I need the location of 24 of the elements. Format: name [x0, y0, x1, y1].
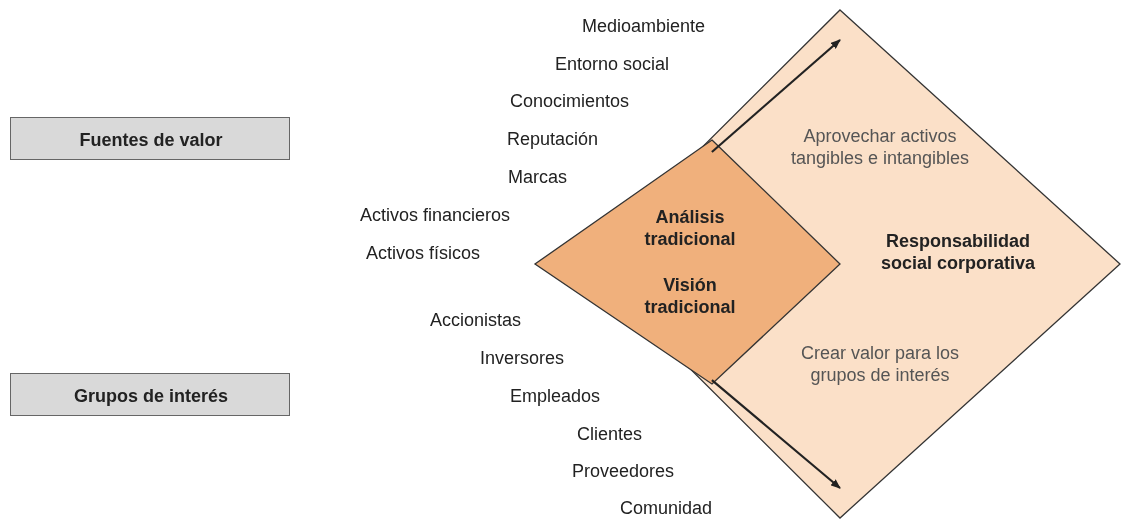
- list-item: Accionistas: [430, 309, 522, 331]
- list-item: Marcas: [508, 166, 567, 188]
- diamond-title: Responsabilidad social corporativa: [879, 230, 1037, 274]
- category-label: Fuentes de valor: [78, 129, 224, 151]
- diamond-title: Visión tradicional: [643, 274, 737, 318]
- diamond-title: Análisis tradicional: [643, 206, 737, 250]
- list-item: Conocimientos: [510, 90, 630, 112]
- arrow: [711, 39, 841, 153]
- list-item: Empleados: [510, 385, 601, 407]
- diamond-text: Aprovechar activos tangibles e intangibles: [789, 125, 971, 169]
- diamond-text: Crear valor para los grupos de interés: [799, 342, 961, 386]
- list-item: Proveedores: [572, 460, 675, 482]
- category-box: [10, 373, 290, 416]
- list-item: Activos físicos: [366, 242, 481, 264]
- list-item: Reputación: [507, 128, 599, 150]
- arrow: [711, 379, 841, 489]
- list-item: Clientes: [577, 423, 643, 445]
- list-item: Entorno social: [555, 53, 670, 75]
- category-box: [10, 117, 290, 160]
- list-item: Inversores: [480, 347, 565, 369]
- list-item: Medioambiente: [582, 15, 706, 37]
- list-item: Comunidad: [620, 497, 713, 519]
- list-item: Activos financieros: [360, 204, 511, 226]
- category-label: Grupos de interés: [72, 385, 229, 407]
